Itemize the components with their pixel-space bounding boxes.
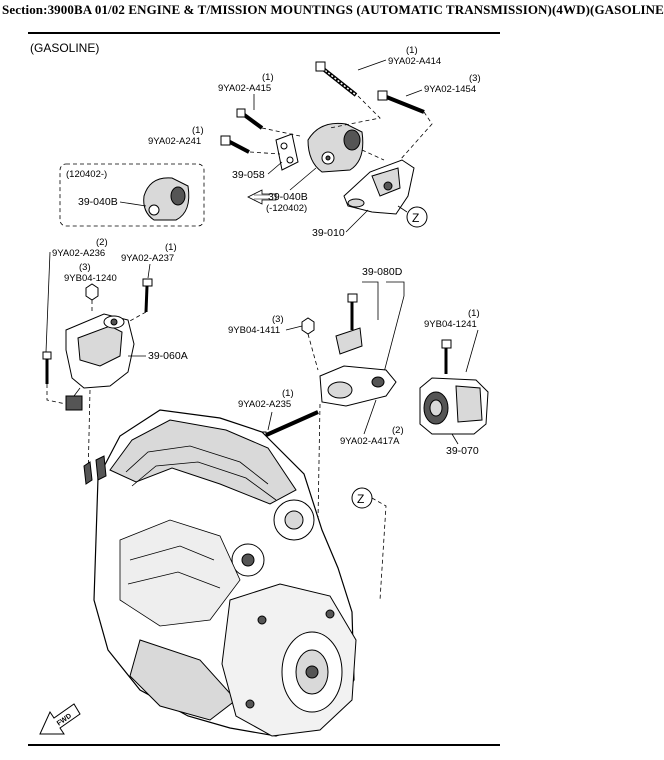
- svg-text:9YA02-A235: 9YA02-A235: [238, 399, 291, 410]
- leader-39-040B: [289, 167, 317, 191]
- guide-top-2: [399, 111, 433, 161]
- svg-text:(1): (1): [262, 72, 274, 83]
- callout-9YA02-A235: (1) 9YA02-A235: [238, 388, 294, 431]
- guide-left-4: [87, 389, 91, 481]
- guide-left-3: [127, 311, 147, 323]
- guide-z2: [371, 497, 387, 601]
- guide-top-5: [361, 149, 385, 161]
- label-39-080D: 39-080D: [362, 266, 403, 278]
- svg-text:(1): (1): [406, 45, 418, 56]
- bracket-plate-39-058: [275, 133, 299, 171]
- callout-9YA02-A241: (1) 9YA02-A241: [148, 125, 204, 147]
- section-title: Section:3900BA 01/02 ENGINE & T/MISSION …: [2, 2, 664, 17]
- callout-9YA02-A236: (2) 9YA02-A236: [45, 237, 108, 353]
- bracket-39-080D: [319, 327, 397, 407]
- svg-text:9YB04-1411: 9YB04-1411: [228, 325, 280, 336]
- engine-block: [83, 409, 357, 737]
- nut-9YB04-1411: [301, 317, 315, 335]
- callout-9YA02-A237: (1) 9YA02-A237: [121, 242, 177, 279]
- guide-left-1: [46, 384, 67, 405]
- leader-39-080D-a: [362, 281, 379, 320]
- svg-text:9YA02-A414: 9YA02-A414: [388, 56, 441, 67]
- svg-text:9YA02-A241: 9YA02-A241: [148, 136, 201, 147]
- inset-box: [59, 163, 205, 227]
- leader-39-070: [451, 433, 459, 445]
- svg-text:(3): (3): [469, 73, 481, 84]
- view-marker-z-2: Z: [351, 487, 373, 509]
- bolt-9YB04-1241: [441, 339, 452, 374]
- svg-text:9YA02-A237: 9YA02-A237: [121, 253, 174, 264]
- arrow-39-040B: [247, 189, 277, 205]
- bolt-9YA02-1454: [377, 90, 425, 114]
- trans-mount-39-070: [419, 377, 489, 435]
- inset-date-label: (120402-): [66, 169, 107, 180]
- label-39-070: 39-070: [446, 445, 479, 457]
- engine-mount-bracket-39-060A: [65, 313, 135, 411]
- bolt-9YA02-A414: [315, 61, 358, 97]
- svg-text:9YA02-1454: 9YA02-1454: [424, 84, 476, 95]
- callout-9YB04-1240: (3) 9YB04-1240: [64, 262, 117, 284]
- label-39-040B-date: (-120402): [266, 203, 307, 214]
- callout-9YA02-1454: (3) 9YA02-1454: [405, 73, 481, 97]
- svg-text:9YB04-1241: 9YB04-1241: [424, 319, 477, 330]
- svg-text:9YA02-A417A: 9YA02-A417A: [340, 436, 400, 447]
- label-39-010: 39-010: [312, 227, 345, 239]
- leader-39-040B-inset: [119, 201, 147, 207]
- view-marker-z-1: Z: [397, 205, 428, 228]
- bolt-39-080D: [347, 293, 358, 330]
- svg-text:9YA02-A415: 9YA02-A415: [218, 83, 271, 94]
- nut-9YB04-1240: [85, 283, 99, 301]
- inset-mount-rubber: [143, 177, 190, 221]
- guide-top-3: [261, 127, 301, 137]
- label-39-040B-inset: 39-040B: [78, 196, 118, 208]
- svg-text:(1): (1): [192, 125, 204, 136]
- bolt-9YA02-A241: [220, 135, 250, 154]
- leader-39-010: [345, 209, 369, 233]
- leader-39-058: [267, 161, 283, 175]
- mount-rubber-39-040B: [307, 122, 364, 173]
- callout-9YA02-A414: (1) 9YA02-A414: [357, 45, 441, 71]
- guide-right-1: [307, 333, 319, 371]
- svg-text:9YA02-A236: 9YA02-A236: [52, 248, 105, 259]
- callout-9YB04-1411: (3) 9YB04-1411: [228, 314, 303, 336]
- svg-text:(3): (3): [79, 262, 91, 273]
- leader-39-080D-b: [381, 281, 405, 381]
- callout-9YB04-1241: (1) 9YB04-1241: [424, 308, 480, 373]
- fwd-arrow-icon: FWD: [39, 703, 81, 735]
- engine-mount-diagram: (GASOLINE) (1) 9YA02-A414 (1) 9YA02-A415…: [28, 32, 500, 746]
- svg-text:9YB04-1240: 9YB04-1240: [64, 273, 117, 284]
- svg-text:(1): (1): [468, 308, 480, 319]
- callout-9YA02-A417A: (2) 9YA02-A417A: [340, 399, 404, 447]
- svg-text:(2): (2): [392, 425, 404, 436]
- callout-9YA02-A415: (1) 9YA02-A415: [218, 72, 274, 110]
- label-39-040B-main: 39-040B: [268, 191, 308, 203]
- svg-text:(1): (1): [282, 388, 294, 399]
- guide-top-1: [329, 95, 381, 129]
- label-39-060A: 39-060A: [148, 350, 188, 362]
- svg-text:(3): (3): [272, 314, 284, 325]
- guide-right-2: [317, 403, 321, 521]
- variant-label: (GASOLINE): [30, 41, 99, 55]
- svg-text:Z: Z: [412, 211, 419, 225]
- bolt-9YA02-A236: [42, 351, 52, 384]
- svg-text:Z: Z: [357, 492, 364, 506]
- bracket-39-010: [343, 159, 415, 215]
- svg-text:(1): (1): [165, 242, 177, 253]
- guide-top-4: [249, 151, 281, 155]
- bolt-9YA02-A237: [142, 278, 153, 313]
- label-39-058: 39-058: [232, 169, 265, 181]
- bolt-9YA02-A415: [236, 108, 264, 130]
- svg-text:(2): (2): [96, 237, 108, 248]
